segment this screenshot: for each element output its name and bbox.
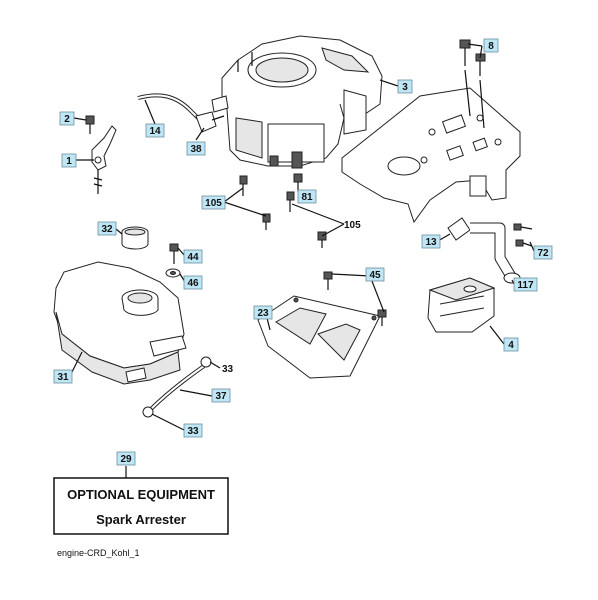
callout-33-lower: 33	[183, 423, 203, 438]
svg-text:46: 46	[187, 278, 199, 289]
callout-117: 117	[513, 277, 538, 292]
callout-31: 31	[53, 369, 73, 384]
svg-text:13: 13	[425, 237, 437, 248]
svg-text:1: 1	[66, 156, 72, 167]
heat-shield	[257, 295, 381, 379]
callout-29: 29	[116, 451, 136, 466]
callout-46: 46	[183, 275, 203, 290]
fuel-cap	[121, 226, 149, 250]
callout-1: 1	[61, 153, 77, 168]
callout-33-upper: 33	[222, 364, 234, 375]
callout-105-left: 105	[201, 195, 226, 210]
svg-text:105: 105	[205, 198, 222, 209]
callout-32: 32	[97, 221, 117, 236]
callout-13: 13	[421, 234, 441, 249]
svg-text:23: 23	[257, 308, 269, 319]
fuel-tank	[53, 261, 187, 385]
svg-text:44: 44	[187, 252, 199, 263]
svg-text:8: 8	[488, 41, 494, 52]
callout-105-right: 105	[344, 220, 361, 231]
svg-text:3: 3	[402, 82, 408, 93]
optional-equipment-box: OPTIONAL EQUIPMENT Spark Arrester	[53, 477, 229, 535]
throttle-bracket	[85, 115, 117, 194]
svg-text:45: 45	[369, 270, 381, 281]
leader-lines	[69, 43, 535, 478]
callout-72: 72	[533, 245, 553, 260]
callout-3: 3	[397, 79, 413, 94]
engine-illustration	[211, 35, 383, 169]
callout-2: 2	[59, 111, 75, 126]
callout-81: 81	[297, 189, 317, 204]
engine-bolts-105	[239, 173, 327, 248]
callout-44: 44	[183, 249, 203, 264]
fuel-hose-37	[142, 356, 212, 418]
svg-text:33: 33	[222, 364, 234, 375]
svg-text:4: 4	[508, 340, 514, 351]
svg-text:2: 2	[64, 114, 70, 125]
callout-4: 4	[503, 337, 519, 352]
muffler	[427, 277, 496, 333]
frame-bracket	[341, 87, 521, 224]
svg-text:33: 33	[187, 426, 199, 437]
svg-text:14: 14	[149, 126, 161, 137]
exhaust-pipe-117	[447, 217, 533, 284]
svg-text:37: 37	[215, 391, 227, 402]
svg-text:29: 29	[120, 454, 132, 465]
svg-text:38: 38	[190, 144, 202, 155]
svg-text:81: 81	[301, 192, 313, 203]
callout-23: 23	[253, 305, 273, 320]
svg-text:72: 72	[537, 248, 549, 259]
diagram-caption: engine-CRD_Kohl_1	[57, 548, 140, 558]
optional-equipment-item: Spark Arrester	[96, 512, 186, 527]
svg-text:32: 32	[101, 224, 113, 235]
callout-45: 45	[365, 267, 385, 282]
callout-37: 37	[211, 388, 231, 403]
callout-38: 38	[186, 141, 206, 156]
bolt-44-washer-46	[165, 243, 181, 278]
svg-text:105: 105	[344, 220, 361, 231]
callout-8: 8	[483, 38, 499, 53]
svg-text:31: 31	[57, 372, 69, 383]
callout-14: 14	[145, 123, 165, 138]
bolts-45	[323, 271, 387, 326]
fuel-line-and-filter	[137, 93, 225, 133]
svg-text:117: 117	[517, 280, 534, 291]
optional-equipment-heading: OPTIONAL EQUIPMENT	[67, 487, 215, 502]
